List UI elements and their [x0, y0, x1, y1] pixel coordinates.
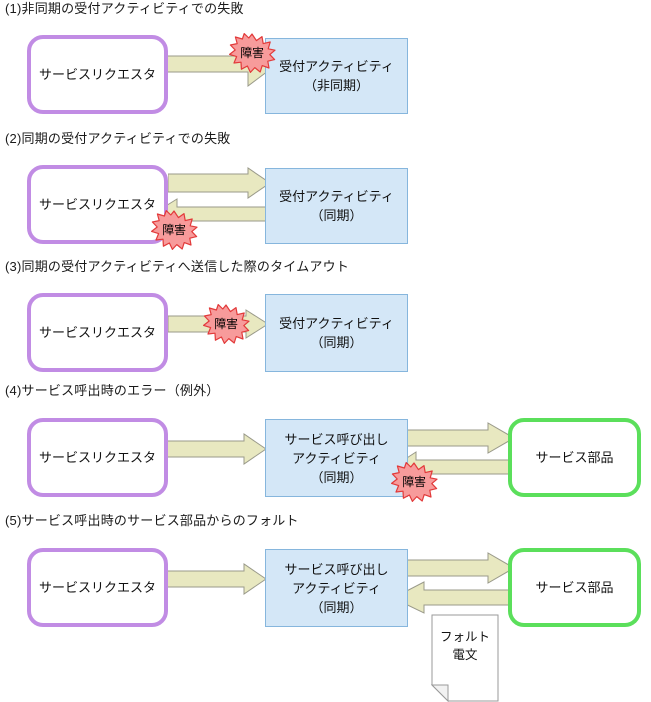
s5-fault-message-doc-label: フォルト 電文 [439, 630, 490, 662]
s5-fault-return-arrow [392, 581, 516, 615]
s4-node-service-component[interactable]: サービス部品 [508, 418, 641, 497]
s5-node-service-component[interactable]: サービス部品 [508, 548, 641, 627]
s4-node-requester[interactable]: サービスリクエスタ [27, 418, 168, 497]
section-2-heading: (2)同期の受付アクティビティでの失敗 [5, 131, 231, 146]
s4-fault-burst-label: 障害 [402, 475, 426, 489]
s3-node-reception-activity-sync[interactable]: 受付アクティビティ （同期） [265, 294, 408, 372]
section-5: (5)サービス呼出時のサービス部品からのフォルト サービ [0, 512, 651, 702]
s4-fault-burst: 障害 [390, 462, 438, 502]
s1-reception-activity-async-label: 受付アクティビティ （非同期） [279, 59, 394, 93]
s5-node-invoke-activity-sync[interactable]: サービス呼び出し アクティビティ （同期） [265, 549, 408, 627]
s4-requester-label: サービスリクエスタ [38, 450, 156, 465]
section-1-heading: (1)非同期の受付アクティビティでの失敗 [5, 1, 244, 16]
s4-request-arrow [166, 433, 268, 465]
s3-reception-activity-sync-label: 受付アクティビティ （同期） [279, 316, 394, 350]
section-1: (1)非同期の受付アクティビティでの失敗 サービスリクエスタ 受付アクティビティ… [0, 0, 651, 125]
s4-invoke-activity-sync-label: サービス呼び出し アクティビティ （同期） [284, 431, 389, 485]
s3-fault-burst: 障害 [202, 304, 250, 344]
s1-fault-burst-label: 障害 [240, 46, 264, 60]
s5-invoke-activity-sync-label: サービス呼び出し アクティビティ （同期） [284, 561, 389, 615]
section-4: (4)サービス呼出時のエラー（例外） サービスリクエスタ [0, 382, 651, 510]
s4-node-invoke-activity-sync[interactable]: サービス呼び出し アクティビティ （同期） [265, 419, 408, 497]
s5-request-arrow [166, 563, 268, 595]
section-3: (3)同期の受付アクティビティへ送信した際のタイムアウト サービスリクエスタ 受… [0, 258, 651, 380]
s3-node-requester[interactable]: サービスリクエスタ [27, 293, 168, 372]
s3-fault-burst-label: 障害 [214, 317, 238, 331]
section-3-heading: (3)同期の受付アクティビティへ送信した際のタイムアウト [5, 259, 350, 274]
s4-invoke-arrow [406, 422, 516, 454]
s1-node-reception-activity-async[interactable]: 受付アクティビティ （非同期） [265, 38, 408, 114]
section-4-heading: (4)サービス呼出時のエラー（例外） [5, 383, 220, 398]
s2-requester-label: サービスリクエスタ [38, 197, 156, 212]
s5-fault-message-doc: フォルト 電文 [431, 614, 499, 702]
s2-fault-burst: 障害 [150, 210, 198, 250]
s3-requester-label: サービスリクエスタ [38, 325, 156, 340]
s2-node-reception-activity-sync[interactable]: 受付アクティビティ （同期） [265, 168, 408, 244]
s2-request-arrow [168, 167, 272, 201]
section-5-heading: (5)サービス呼出時のサービス部品からのフォルト [5, 513, 299, 528]
s5-requester-label: サービスリクエスタ [38, 580, 156, 595]
s5-invoke-arrow [406, 552, 516, 584]
s1-requester-label: サービスリクエスタ [38, 67, 156, 82]
s1-node-requester[interactable]: サービスリクエスタ [27, 35, 168, 114]
s2-reception-activity-sync-label: 受付アクティビティ （同期） [279, 189, 394, 223]
section-2: (2)同期の受付アクティビティでの失敗 サービスリクエスタ 受付アクティビティ … [0, 130, 651, 255]
s1-fault-burst: 障害 [228, 33, 276, 73]
s2-node-requester[interactable]: サービスリクエスタ [27, 165, 168, 244]
s5-service-component-label: サービス部品 [535, 580, 614, 595]
s4-service-component-label: サービス部品 [535, 450, 614, 465]
s5-node-requester[interactable]: サービスリクエスタ [27, 548, 168, 627]
s2-fault-burst-label: 障害 [162, 223, 186, 237]
